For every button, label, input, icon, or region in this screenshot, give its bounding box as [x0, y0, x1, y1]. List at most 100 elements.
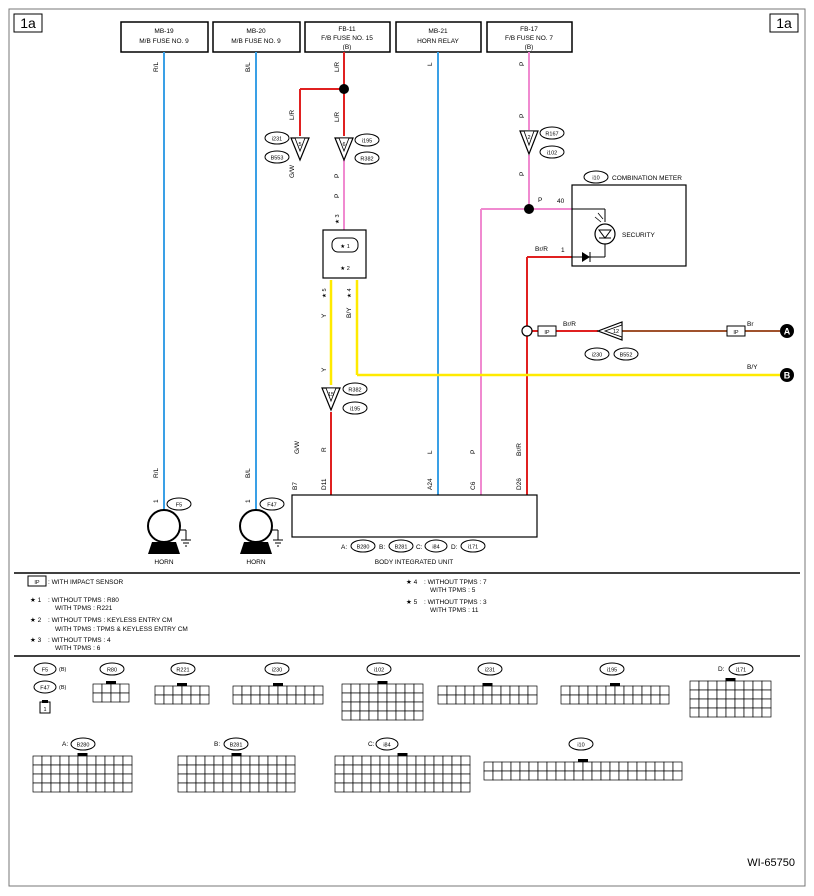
- connector-pin-cell: [527, 694, 538, 705]
- svg-text:: WITHOUT TPMS : KEYLESS ENTR: : WITHOUT TPMS : KEYLESS ENTRY CM: [48, 617, 172, 624]
- svg-text:BODY INTEGRATED UNIT: BODY INTEGRATED UNIT: [375, 559, 454, 566]
- connector-pin-cell: [433, 773, 444, 784]
- connector-pin-cell: [446, 694, 457, 705]
- svg-text:MB-21: MB-21: [428, 28, 448, 35]
- svg-text:B: B: [784, 371, 791, 381]
- connector-pin-cell: [659, 694, 670, 705]
- connector-pin-cell: [231, 773, 242, 784]
- connector-pin-cell: [663, 770, 674, 781]
- svg-text:IP: IP: [733, 330, 739, 336]
- connector-pin-cell: [614, 685, 625, 696]
- connector-pin-cell: [379, 773, 390, 784]
- corner-tag-right: 1a: [769, 13, 799, 33]
- connector-pin-cell: [609, 770, 620, 781]
- fuse-box-mb21: MB-21 HORN RELAY: [395, 21, 482, 53]
- connector-pin-cell: [258, 764, 269, 775]
- connector-pin-cell: [352, 764, 363, 775]
- connector-pin-cell: [573, 761, 584, 772]
- wire-p-right: [480, 52, 572, 495]
- svg-text:P: P: [470, 450, 477, 454]
- connector-pin-cell: [276, 773, 287, 784]
- connector-pin-cell: [560, 694, 571, 705]
- svg-text:C:: C:: [416, 544, 423, 551]
- connector-view-i10: i10: [483, 737, 683, 781]
- svg-text:i230: i230: [272, 668, 282, 674]
- svg-text:★ 3: ★ 3: [30, 636, 42, 644]
- connector-pin-cell: [564, 761, 575, 772]
- svg-text:(B): (B): [525, 44, 534, 51]
- connector-pin-cell: [350, 692, 361, 703]
- connector-pin-cell: [213, 782, 224, 793]
- connector-pin-cell: [204, 773, 215, 784]
- connector-pin-cell: [267, 782, 278, 793]
- connector-pin-cell: [415, 764, 426, 775]
- connector-pin-cell: [101, 692, 112, 703]
- connector-pin-cell: [395, 692, 406, 703]
- connector-pin-cell: [761, 707, 772, 718]
- connector-pin-cell: [361, 773, 372, 784]
- connector-pin-cell: [596, 694, 607, 705]
- connector-pin-cell: [379, 764, 390, 775]
- connector-pin-cell: [350, 710, 361, 721]
- connector-pin-cell: [95, 764, 106, 775]
- connector-pin-cell: [442, 764, 453, 775]
- svg-text:WITH TPMS : TPMS & KEYLESS EN: WITH TPMS : TPMS & KEYLESS ENTRY CM: [55, 626, 188, 633]
- connector-pin-cell: [698, 698, 709, 709]
- svg-text:WITH TPMS : 5: WITH TPMS : 5: [430, 587, 476, 594]
- connector-pin-cell: [186, 755, 197, 766]
- connector-pin-cell: [404, 701, 415, 712]
- connector-pin-cell: [734, 680, 745, 691]
- connector-pin-cell: [473, 685, 484, 696]
- connector-pin-cell: [154, 685, 165, 696]
- connector-lock-tab: [77, 753, 88, 756]
- connector-pin-cell: [359, 683, 370, 694]
- svg-text:MB-20: MB-20: [246, 28, 266, 35]
- connector-pin-cell: [618, 770, 629, 781]
- connector-pin-cell: [636, 770, 647, 781]
- svg-text:R167: R167: [545, 132, 558, 138]
- connector-pin-cell: [222, 782, 233, 793]
- connector-pin-cell: [343, 782, 354, 793]
- fuse-box-mb20: MB-20 M/B FUSE NO. 9: [212, 21, 301, 53]
- svg-text:R: R: [321, 447, 328, 452]
- connector-pin-cell: [204, 764, 215, 775]
- connector-pin-cell: [258, 755, 269, 766]
- svg-text:i195: i195: [362, 139, 372, 145]
- combination-meter: i10 COMBINATION METER 40 1 SECURITY: [557, 170, 687, 267]
- connector-pin-cell: [569, 685, 580, 696]
- connector-pin-cell: [591, 770, 602, 781]
- connector-pin-cell: [95, 755, 106, 766]
- svg-text:IP: IP: [34, 580, 40, 586]
- connector-pin-cell: [249, 764, 260, 775]
- svg-text:WITH TPMS : 11: WITH TPMS : 11: [430, 607, 479, 614]
- svg-text:(B): (B): [59, 667, 67, 673]
- svg-text:G/W: G/W: [294, 440, 301, 454]
- connector-pin-cell: [268, 685, 279, 696]
- connector-pin-cell: [231, 782, 242, 793]
- connector-pin-cell: [752, 707, 763, 718]
- svg-text:L: L: [427, 450, 434, 454]
- notes-legend: IP : WITH IMPACT SENSOR ★ 1 : WITHOUT TP…: [27, 575, 487, 652]
- connector-pin-cell: [377, 692, 388, 703]
- connector-pin-cell: [672, 770, 683, 781]
- connector-pin-cell: [743, 689, 754, 700]
- connector-pin-cell: [334, 755, 345, 766]
- connector-pin-cell: [609, 761, 620, 772]
- svg-text:B280: B280: [357, 545, 370, 551]
- connector-view-r221: R221: [154, 662, 210, 705]
- connector-pin-cell: [689, 689, 700, 700]
- svg-text:B281: B281: [230, 743, 243, 749]
- connector-pin-cell: [32, 782, 43, 793]
- connector-pin-cell: [341, 692, 352, 703]
- connector-pin-cell: [222, 755, 233, 766]
- connector-pin-cell: [122, 782, 133, 793]
- connector-pin-cell: [240, 764, 251, 775]
- connector-pin-cell: [286, 694, 297, 705]
- connector-lock-tab: [273, 683, 283, 686]
- connector-pin-cell: [395, 683, 406, 694]
- connector-lock-tab: [106, 681, 116, 684]
- connector-pin-cell: [698, 689, 709, 700]
- connector-pin-cell: [569, 694, 580, 705]
- connector-pin-cell: [267, 773, 278, 784]
